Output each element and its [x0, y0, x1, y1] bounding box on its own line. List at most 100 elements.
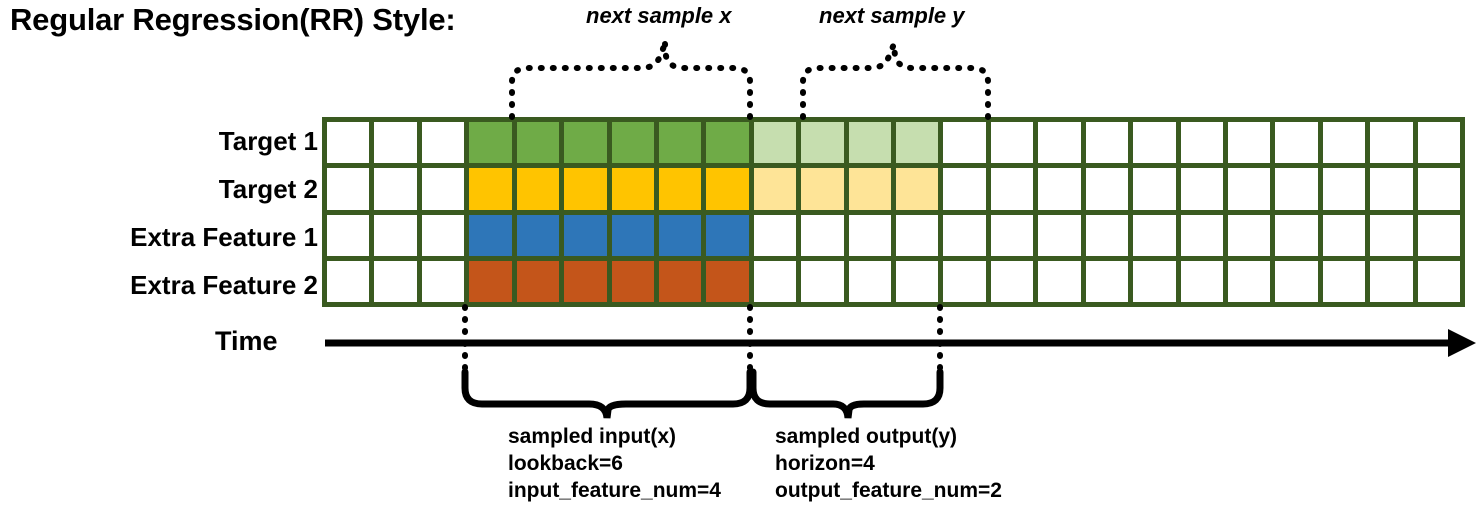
grid-cell-extra-feature-1-23 [1417, 214, 1460, 256]
grid-cell-target-1-18 [1180, 122, 1223, 164]
grid-cell-target-1-21 [1322, 122, 1366, 164]
bottom-brace-label-sampled-output: sampled output(y) horizon=4 output_featu… [775, 423, 1002, 504]
grid-cell-extra-feature-1-21 [1322, 214, 1366, 256]
top-brace-label-next-sample-y: next sample y [819, 3, 965, 28]
grid-cell-extra-feature-2-11 [848, 260, 891, 302]
grid-cell-extra-feature-2-20 [1275, 260, 1318, 302]
grid-cell-extra-feature-1-12 [896, 214, 939, 256]
grid-cell-target-2-23 [1417, 168, 1460, 210]
grid-cell-target-1-4 [516, 122, 560, 164]
grid-cell-extra-feature-1-2 [421, 214, 465, 256]
grid-cell-extra-feature-1-13 [943, 214, 986, 256]
grid-cell-extra-feature-2-23 [1417, 260, 1460, 302]
grid-cell-extra-feature-2-10 [801, 260, 844, 302]
time-axis [325, 329, 1476, 357]
row-label-extra-feature-1: Extra Feature 1 [130, 222, 318, 252]
grid-cell-extra-feature-1-1 [374, 214, 417, 256]
top-brace-next-sample-y [800, 41, 991, 120]
grid-cell-target-1-22 [1370, 122, 1413, 164]
grid-cell-extra-feature-1-4 [516, 214, 560, 256]
sample-boundary-guides [462, 304, 943, 375]
grid-cell-extra-feature-2-13 [943, 260, 986, 302]
grid-cell-target-2-7 [658, 168, 702, 210]
timeline-grid [322, 117, 1465, 307]
grid-cell-extra-feature-1-8 [706, 214, 749, 256]
grid-cell-extra-feature-1-5 [564, 214, 607, 256]
grid-cell-target-2-17 [1133, 168, 1176, 210]
top-brace-next-sample-x [509, 41, 753, 120]
grid-cell-extra-feature-2-18 [1180, 260, 1223, 302]
grid-cell-target-1-1 [374, 122, 417, 164]
sampled-input-line-2: lookback=6 [508, 452, 623, 475]
grid-cell-extra-feature-1-22 [1370, 214, 1413, 256]
grid-cell-extra-feature-1-18 [1180, 214, 1223, 256]
grid-cell-extra-feature-2-9 [753, 260, 797, 302]
grid-cell-target-1-12 [896, 122, 939, 164]
grid-cell-extra-feature-2-17 [1133, 260, 1176, 302]
time-axis-label: Time [215, 326, 278, 356]
grid-cell-target-2-16 [1085, 168, 1129, 210]
sampled-input-line-3: input_feature_num=4 [508, 479, 721, 502]
grid-cell-extra-feature-1-10 [801, 214, 844, 256]
grid-cell-target-2-2 [421, 168, 465, 210]
grid-cell-extra-feature-1-7 [658, 214, 702, 256]
grid-cell-target-2-4 [516, 168, 560, 210]
grid-cell-extra-feature-1-9 [753, 214, 797, 256]
grid-cell-target-2-18 [1180, 168, 1223, 210]
row-label-target-1: Target 1 [218, 126, 318, 156]
grid-cell-target-2-8 [706, 168, 749, 210]
grid-cell-target-2-0 [327, 168, 370, 210]
grid-cell-target-2-9 [753, 168, 797, 210]
bottom-brace-sampled-input [461, 368, 754, 419]
grid-cell-target-2-14 [990, 168, 1034, 210]
grid-cell-target-2-6 [611, 168, 654, 210]
grid-cell-target-2-22 [1370, 168, 1413, 210]
grid-cell-extra-feature-1-15 [1038, 214, 1081, 256]
grid-cell-target-2-20 [1275, 168, 1318, 210]
grid-cell-target-2-19 [1227, 168, 1271, 210]
grid-cell-extra-feature-2-8 [706, 260, 749, 302]
page-title: Regular Regression(RR) Style: [10, 2, 456, 37]
grid-cell-target-1-2 [421, 122, 465, 164]
grid-cell-extra-feature-2-6 [611, 260, 654, 302]
grid-cell-extra-feature-1-20 [1275, 214, 1318, 256]
grid-cell-extra-feature-2-12 [896, 260, 939, 302]
grid-cell-extra-feature-2-1 [374, 260, 417, 302]
grid-cell-target-2-21 [1322, 168, 1366, 210]
grid-cell-target-1-3 [469, 122, 512, 164]
sampled-output-line-1: sampled output(y) [775, 425, 957, 448]
grid-cell-target-1-10 [801, 122, 844, 164]
grid-cell-extra-feature-1-3 [469, 214, 512, 256]
grid-cell-target-1-23 [1417, 122, 1460, 164]
grid-cell-target-2-13 [943, 168, 986, 210]
grid-cell-extra-feature-2-14 [990, 260, 1034, 302]
grid-cell-extra-feature-2-21 [1322, 260, 1366, 302]
grid-cell-target-1-19 [1227, 122, 1271, 164]
grid-cell-target-1-7 [658, 122, 702, 164]
grid-cell-target-1-15 [1038, 122, 1081, 164]
grid-cell-extra-feature-2-5 [564, 260, 607, 302]
grid-cell-target-2-5 [564, 168, 607, 210]
sampled-output-line-3: output_feature_num=2 [775, 479, 1002, 502]
top-brace-label-next-sample-x: next sample x [586, 3, 732, 28]
grid-cell-target-2-11 [848, 168, 891, 210]
grid-cell-extra-feature-2-4 [516, 260, 560, 302]
grid-cell-extra-feature-2-22 [1370, 260, 1413, 302]
grid-cell-extra-feature-2-7 [658, 260, 702, 302]
grid-cell-target-1-11 [848, 122, 891, 164]
grid-cell-extra-feature-2-2 [421, 260, 465, 302]
grid-cell-extra-feature-1-6 [611, 214, 654, 256]
time-arrow-icon [1448, 329, 1476, 357]
grid-cell-target-1-8 [706, 122, 749, 164]
row-label-extra-feature-2: Extra Feature 2 [130, 270, 318, 300]
grid-cell-target-1-20 [1275, 122, 1318, 164]
grid-cell-target-1-9 [753, 122, 797, 164]
grid-cell-target-1-13 [943, 122, 986, 164]
grid-cell-target-1-0 [327, 122, 370, 164]
grid-cell-target-1-6 [611, 122, 654, 164]
grid-cell-extra-feature-2-15 [1038, 260, 1081, 302]
grid-cell-target-1-16 [1085, 122, 1129, 164]
sampled-output-line-2: horizon=4 [775, 452, 875, 475]
grid-cell-extra-feature-2-0 [327, 260, 370, 302]
